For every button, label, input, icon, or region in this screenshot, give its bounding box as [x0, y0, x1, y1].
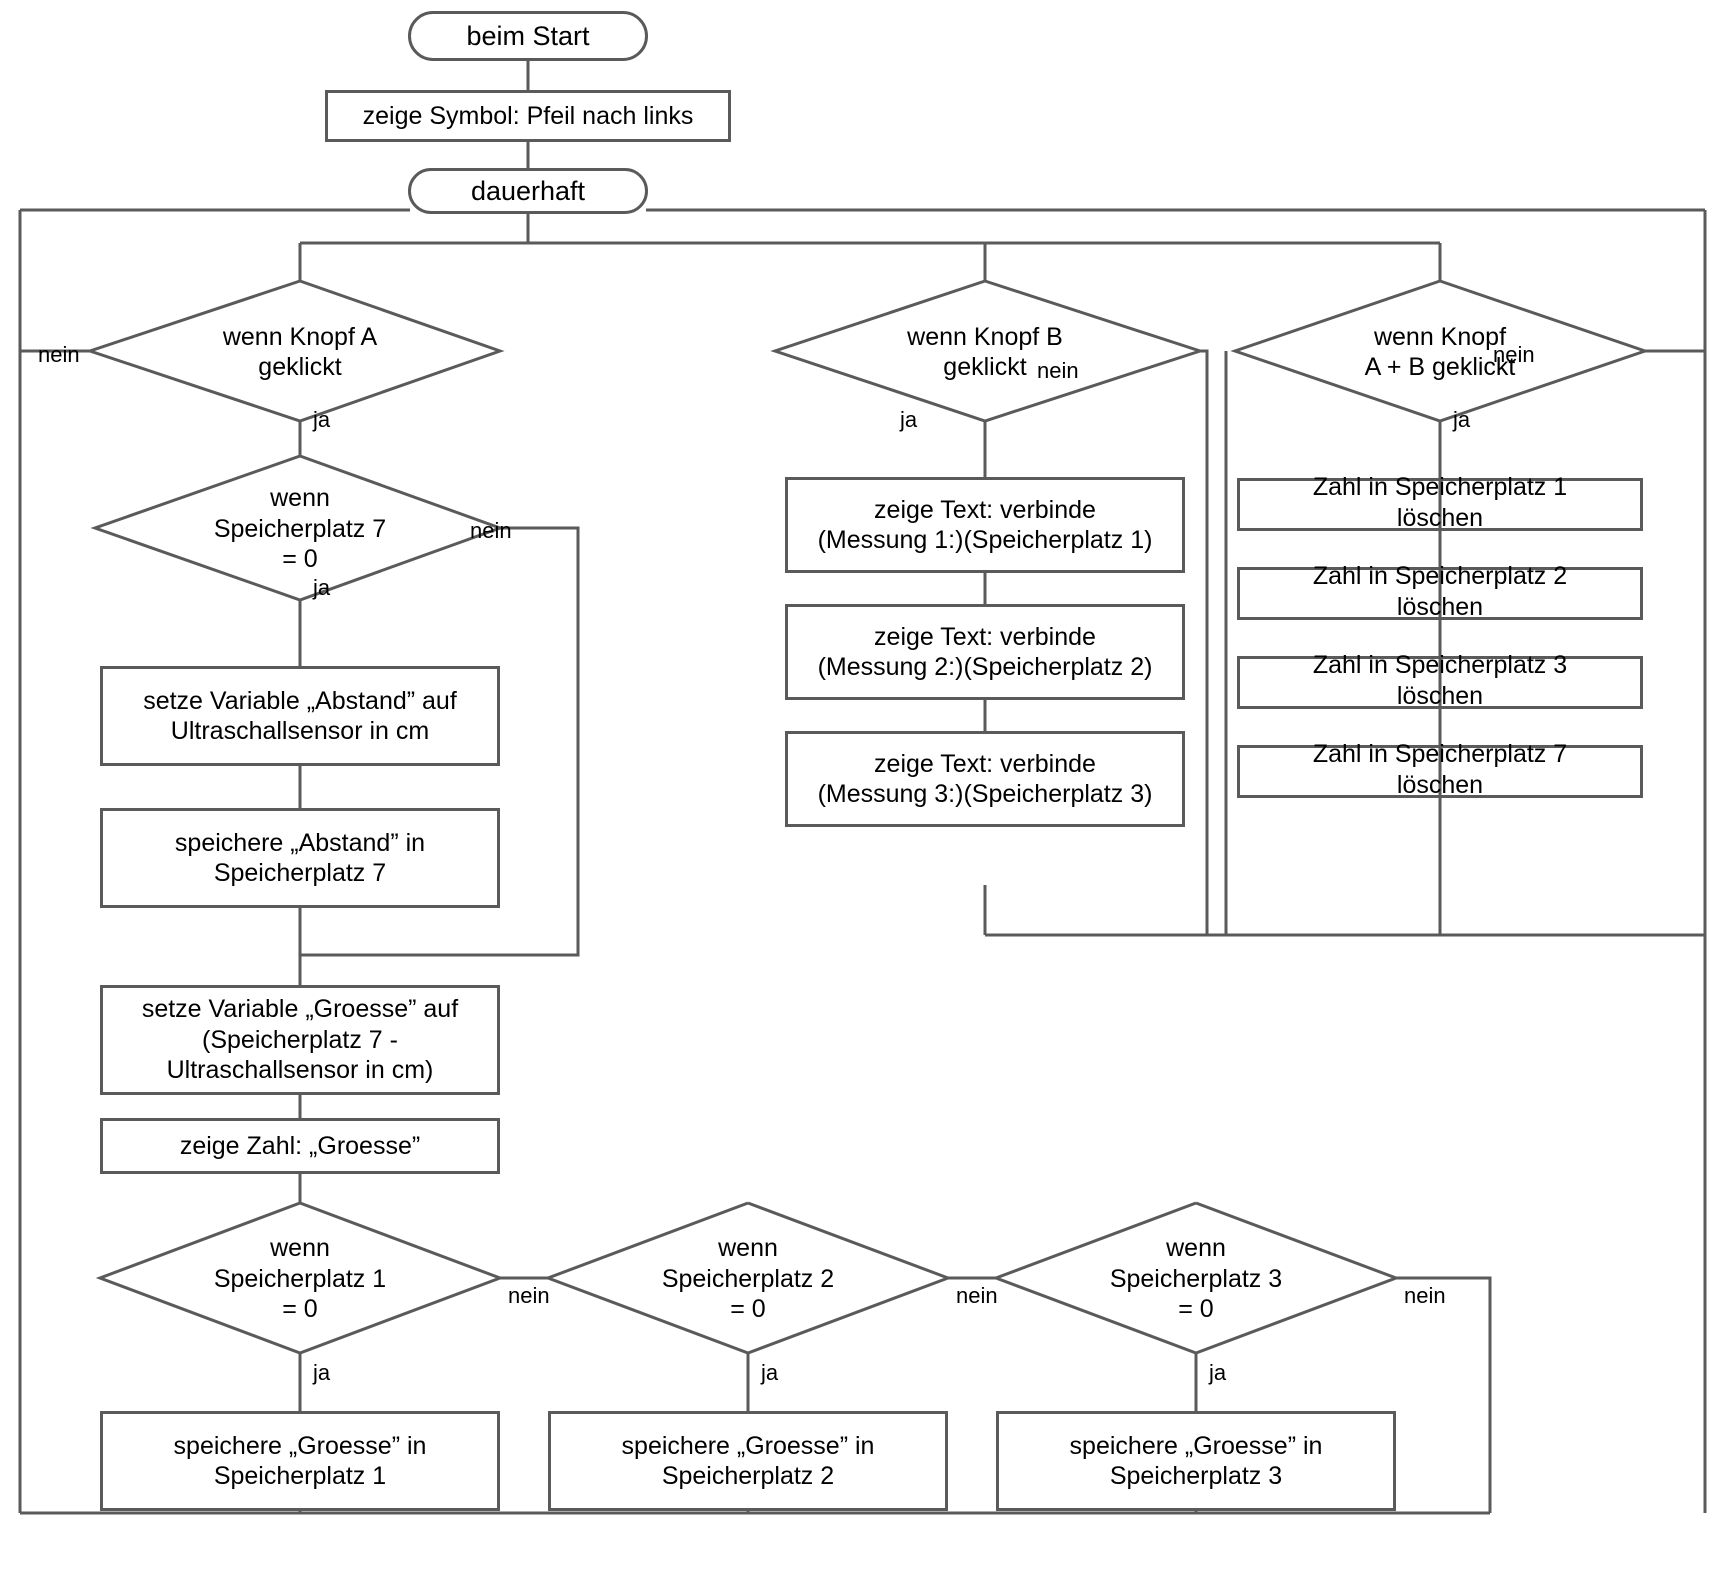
node-store-abstand[interactable]: speichere „Abstand” in Speicherplatz 7: [100, 808, 500, 908]
node-clear-7: Zahl in Speicherplatz 7 löschen: [1312, 740, 1568, 799]
node-clear-3: Zahl in Speicherplatz 3 löschen: [1312, 651, 1568, 710]
node-if-button-b[interactable]: wenn Knopf B geklickt: [907, 322, 1063, 382]
node-if-button-a[interactable]: wenn Knopf A geklickt: [222, 322, 378, 382]
node-clear-3-box[interactable]: [1237, 656, 1643, 709]
node-clear-2: Zahl in Speicherplatz 2 löschen: [1312, 562, 1568, 621]
node-if-button-ab[interactable]: wenn Knopf A + B geklickt: [1364, 322, 1516, 382]
node-store-groesse-2[interactable]: speichere „Groesse” in Speicherplatz 2: [548, 1411, 948, 1511]
edge-label-b-ja: ja: [900, 407, 918, 432]
node-store-groesse-3[interactable]: speichere „Groesse” in Speicherplatz 3: [996, 1411, 1396, 1511]
node-clear-1: Zahl in Speicherplatz 1 löschen: [1312, 473, 1568, 532]
node-show-symbol[interactable]: zeige Symbol: Pfeil nach links: [325, 90, 731, 142]
node-show-text-3[interactable]: zeige Text: verbinde (Messung 3:)(Speich…: [785, 731, 1185, 827]
edge-label-ab-nein: nein: [1493, 342, 1535, 367]
node-forever[interactable]: dauerhaft: [408, 168, 648, 214]
edge-label-slot1-nein: nein: [508, 1283, 550, 1308]
node-if-slot1-zero[interactable]: wenn Speicherplatz 1 = 0: [213, 1234, 387, 1324]
node-clear-7-box[interactable]: [1237, 745, 1643, 798]
edge-label-a-nein: nein: [38, 342, 80, 367]
node-clear-1-box[interactable]: [1237, 478, 1643, 531]
edge-label-slot3-ja: ja: [1209, 1360, 1227, 1385]
node-set-abstand[interactable]: setze Variable „Abstand” auf Ultraschall…: [100, 666, 500, 766]
node-show-groesse[interactable]: zeige Zahl: „Groesse”: [100, 1118, 500, 1174]
edge-label-slot7-ja: ja: [313, 575, 331, 600]
edge-label-a-ja: ja: [313, 407, 331, 432]
node-if-slot3-zero[interactable]: wenn Speicherplatz 3 = 0: [1109, 1234, 1283, 1324]
edge-label-slot1-ja: ja: [313, 1360, 331, 1385]
node-if-slot2-zero[interactable]: wenn Speicherplatz 2 = 0: [661, 1234, 835, 1324]
node-if-slot7-zero[interactable]: wenn Speicherplatz 7 = 0: [213, 484, 387, 574]
edge-label-slot2-ja: ja: [761, 1360, 779, 1385]
edge-label-slot2-nein: nein: [956, 1283, 998, 1308]
node-show-text-2[interactable]: zeige Text: verbinde (Messung 2:)(Speich…: [785, 604, 1185, 700]
edge-label-b-nein: nein: [1037, 358, 1079, 383]
edge-label-ab-ja: ja: [1453, 407, 1471, 432]
node-start[interactable]: beim Start: [408, 11, 648, 61]
node-clear-2-box[interactable]: [1237, 567, 1643, 620]
node-show-text-1[interactable]: zeige Text: verbinde (Messung 1:)(Speich…: [785, 477, 1185, 573]
edge-label-slot3-nein: nein: [1404, 1283, 1446, 1308]
edge-label-slot7-nein: nein: [470, 518, 512, 543]
node-store-groesse-1[interactable]: speichere „Groesse” in Speicherplatz 1: [100, 1411, 500, 1511]
node-set-groesse[interactable]: setze Variable „Groesse” auf (Speicherpl…: [100, 985, 500, 1095]
